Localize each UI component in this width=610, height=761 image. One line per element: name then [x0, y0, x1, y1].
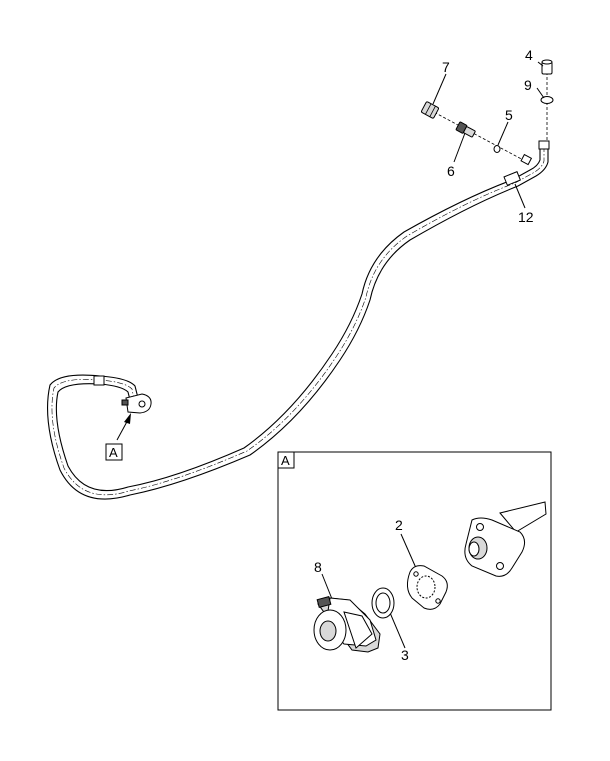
bracket-hole [138, 400, 146, 408]
detail-reference-label: A [109, 445, 118, 460]
detail-flange-assembly [464, 501, 547, 577]
detail-part-3-oring [371, 587, 395, 619]
tube-centerline [51, 146, 545, 496]
tube-assembly-12 [46, 140, 550, 500]
upper-hardware [421, 59, 554, 166]
tube-clip [93, 375, 105, 386]
callout-3: 3 [401, 647, 409, 663]
callout-12: 12 [518, 209, 534, 225]
tube-wall-outer [46, 146, 549, 500]
tube-tee [520, 153, 533, 166]
callout-2: 2 [395, 517, 403, 533]
detail-view-frame [277, 451, 552, 711]
part-6-fitting [455, 121, 476, 138]
part-9-washer [540, 96, 554, 104]
callout-8: 8 [314, 559, 322, 575]
callouts: 4 9 7 5 6 12 2 8 3 [314, 47, 534, 663]
detail-arrowhead [124, 413, 131, 424]
part-4-cap [541, 59, 553, 75]
callout-5: 5 [505, 107, 513, 123]
detail-view-tag [277, 451, 295, 469]
tube-wall-inner [55, 146, 541, 492]
tube-sleeve [503, 171, 522, 186]
detail-part-8-sensor [313, 595, 381, 653]
detail-view-label: A [281, 453, 290, 468]
callout-9: 9 [524, 77, 532, 93]
leader-lines [116, 61, 545, 649]
bracket-screw [121, 399, 129, 406]
detail-view-a: A [277, 451, 552, 711]
callout-4: 4 [525, 47, 533, 63]
part-5-oring [493, 145, 501, 153]
assembly-line-diagonal [429, 109, 528, 163]
detail-part-2-gasket [406, 565, 448, 610]
callout-6: 6 [447, 163, 455, 179]
callout-7: 7 [442, 59, 450, 75]
tube-end-fitting [538, 140, 550, 150]
detail-reference-a: A [105, 443, 123, 461]
part-7-nut [421, 101, 439, 119]
